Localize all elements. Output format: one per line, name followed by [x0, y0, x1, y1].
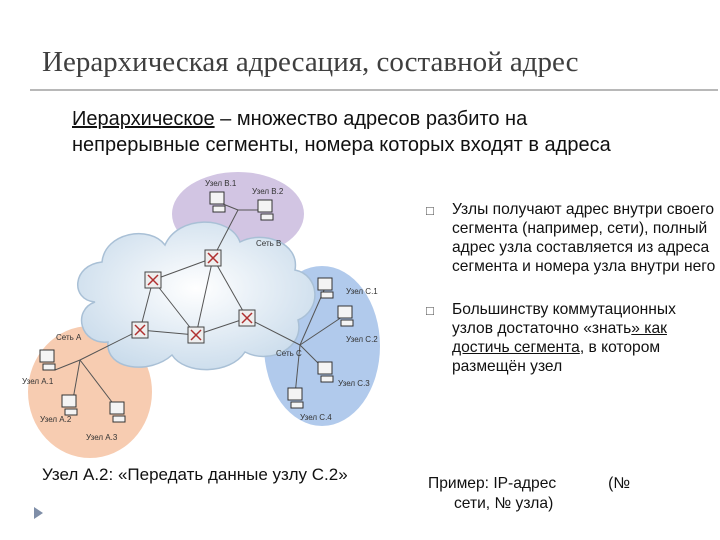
subtitle-rest: – множество адресов разбито на [214, 108, 528, 130]
host-label: Узел C.4 [300, 413, 332, 422]
subtitle: Иерархическое – множество адресов разбит… [72, 106, 702, 158]
bullet-item: □ Большинству коммутационных узлов доста… [426, 300, 716, 376]
host-label: Узел B.1 [205, 179, 237, 188]
host-label: Узел C.2 [346, 335, 378, 344]
router-icon [187, 326, 205, 344]
net-b-label: Сеть B [256, 239, 281, 248]
bullet-text: Узлы получают адрес внутри своего сегмен… [452, 201, 716, 275]
router-icon [144, 271, 162, 289]
slide-title: Иерархическая адресация, составной адрес [42, 46, 579, 78]
computer-icon [337, 305, 354, 327]
example: Пример: IP-адрес (№ сети, № узла) [428, 474, 668, 514]
router-icon [238, 309, 256, 327]
checkbox-bullet-icon: □ [426, 203, 434, 218]
host-label: Узел A.2 [40, 415, 72, 424]
computer-icon [317, 277, 334, 299]
computer-icon [317, 361, 334, 383]
net-a-label: Сеть A [56, 333, 82, 342]
host-label: Узел C.1 [346, 287, 378, 296]
bullet-list: □ Узлы получают адрес внутри своего сегм… [426, 200, 716, 400]
bullet-item: □ Узлы получают адрес внутри своего сегм… [426, 200, 716, 276]
hosts [39, 191, 354, 423]
computer-icon [257, 199, 274, 221]
bullet-text: , в котором размещён узел [452, 339, 661, 375]
router-icon [131, 321, 149, 339]
subtitle-term: Иерархическое [72, 108, 215, 130]
host-label: Узел B.2 [252, 187, 284, 196]
net-c-label: Сеть C [276, 349, 302, 358]
computer-icon [39, 349, 56, 371]
example-line1: Пример: IP-адрес [428, 475, 557, 492]
router-icon [204, 249, 222, 267]
network-diagram: Сеть A Сеть B Сеть C Узел A.1 Узел A.2 У… [22, 172, 380, 458]
host-label: Узел A.1 [22, 377, 54, 386]
diagram-caption: Узел А.2: «Передать данные узлу С.2» [42, 465, 348, 484]
example-paren: (№ [608, 475, 631, 492]
computer-icon [287, 387, 304, 409]
host-label: Узел C.3 [338, 379, 370, 388]
checkbox-bullet-icon: □ [426, 303, 434, 318]
host-label: Узел A.3 [86, 433, 118, 442]
example-line2: сети, № узла) [454, 495, 554, 512]
routers [131, 249, 256, 344]
computer-icon [109, 401, 126, 423]
subtitle-line2: непрерывные сегменты, номера которых вхо… [72, 134, 611, 156]
bullet-text: Большинству коммутационных узлов достато… [452, 301, 676, 337]
title-divider [30, 89, 718, 91]
triangle-nav-icon[interactable] [34, 507, 43, 519]
computer-icon [61, 394, 78, 416]
bullet-underlined: » как достичь сегмента [452, 320, 667, 356]
computer-icon [209, 191, 226, 213]
